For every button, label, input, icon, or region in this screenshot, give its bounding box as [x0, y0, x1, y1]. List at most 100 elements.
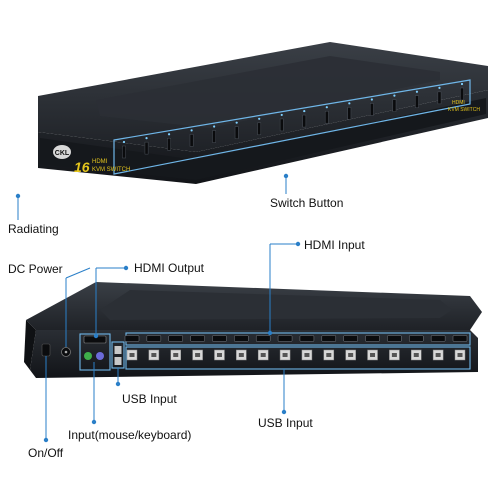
- switch-button[interactable]: [212, 130, 216, 143]
- switch-led: [258, 117, 261, 120]
- usb-port-inner: [129, 353, 135, 357]
- switch-led: [303, 109, 306, 113]
- switch-button[interactable]: [347, 107, 352, 120]
- ps2-port-icon: [84, 352, 92, 360]
- usb-port-inner: [457, 353, 463, 357]
- rear-unit-left-end: [24, 320, 36, 370]
- rear-unit-back-face: [30, 330, 478, 378]
- switch-led: [460, 82, 464, 86]
- hdmi-port-icon: [299, 335, 315, 342]
- usb-port-inner: [238, 353, 244, 357]
- callout-switch-button: Switch Button: [270, 196, 344, 210]
- hdmi-port-icon: [168, 335, 183, 342]
- hdmi-port-icon: [343, 335, 358, 342]
- callout-hdmi-output: HDMI Output: [134, 261, 205, 275]
- rear-unit-top-bevel: [100, 290, 452, 320]
- front-unit-face-band: [40, 98, 486, 180]
- switch-led: [167, 133, 171, 136]
- rear-port-array: [124, 335, 468, 361]
- usb-port-inner: [260, 353, 266, 357]
- switch-button[interactable]: [167, 138, 171, 151]
- switch-button-highlight: [113, 79, 471, 175]
- hdmi-port-icon: [277, 335, 293, 342]
- usb-port-inner: [304, 353, 310, 357]
- hdmi-port-icon: [430, 335, 446, 342]
- usb-port-inner: [370, 353, 376, 357]
- front-switch-buttons: [122, 82, 464, 159]
- callout-dc-power: DC Power: [8, 262, 63, 276]
- switch-led: [415, 90, 419, 93]
- switch-button[interactable]: [392, 99, 397, 112]
- switch-led: [280, 113, 283, 117]
- usb-port-icon: [114, 357, 122, 365]
- hdmi-port-icon: [234, 335, 249, 342]
- hdmi-port-icon: [321, 335, 337, 342]
- switch-button[interactable]: [324, 110, 329, 124]
- hdmi-port-icon: [365, 335, 380, 342]
- usb-port-inner: [326, 353, 332, 357]
- usb-port-inner: [282, 353, 288, 357]
- switch-button[interactable]: [234, 126, 239, 139]
- callout-usb-input-right: USB Input: [258, 416, 313, 430]
- callout-usb-input-left: USB Input: [122, 392, 177, 406]
- switch-button[interactable]: [122, 145, 126, 159]
- switch-button[interactable]: [302, 114, 307, 128]
- usb-port-icon: [114, 346, 122, 354]
- hdmi-port-icon: [124, 335, 140, 342]
- usb-port-inner: [173, 353, 179, 357]
- hdmi-port-icon: [409, 335, 424, 342]
- switch-led: [393, 94, 396, 97]
- callout-radiating: Radiating: [8, 222, 59, 236]
- usb-input-row-highlight: [125, 346, 471, 370]
- switch-button[interactable]: [279, 118, 284, 132]
- front-callout-lines: [15, 173, 289, 220]
- corner-label-line2: KVM SWITCH: [448, 107, 480, 113]
- output-port-highlight: [79, 333, 111, 371]
- hdmi-port-icon: [255, 335, 271, 342]
- switch-led: [122, 140, 126, 144]
- switch-button[interactable]: [460, 87, 464, 101]
- product-name-line1: HDMI: [92, 159, 108, 165]
- hdmi-port-icon: [190, 335, 205, 342]
- callout-on-off: On/Off: [28, 446, 64, 460]
- usb-port-inner: [195, 353, 201, 357]
- callout-hdmi-input: HDMI Input: [304, 238, 365, 252]
- switch-led: [235, 121, 238, 124]
- usb-port-inner: [391, 353, 397, 357]
- usb-port-inner: [348, 353, 354, 357]
- switch-button[interactable]: [370, 103, 374, 116]
- front-kvm-unit: CKL 16 HDMI KVM SWITCH HDMI KVM SWITCH: [38, 42, 488, 184]
- hdmi-port-icon: [212, 335, 227, 342]
- brand-logo-text: CKL: [55, 150, 70, 157]
- product-name-line2: KVM SWITCH: [92, 167, 130, 173]
- usb-port-inner: [151, 353, 157, 357]
- front-unit-top-bevel: [96, 56, 440, 128]
- corner-label-line1: HDMI: [452, 100, 465, 106]
- switch-led: [348, 102, 351, 105]
- switch-button[interactable]: [189, 134, 194, 147]
- switch-led: [325, 106, 328, 109]
- logo-icon: CKL: [53, 145, 71, 159]
- hdmi-port-icon: [146, 335, 162, 342]
- switch-button[interactable]: [437, 91, 442, 105]
- switch-led: [370, 98, 373, 101]
- switch-led: [190, 129, 193, 132]
- switch-button[interactable]: [415, 95, 419, 108]
- ps2-port-icon: [96, 352, 104, 360]
- usb-port-inner: [216, 353, 222, 357]
- rear-callout-lines: [43, 241, 301, 443]
- hdmi-port-icon: [387, 335, 402, 342]
- callout-input-mouse-keyboard: Input(mouse/keyboard): [68, 428, 192, 442]
- switch-led: [438, 86, 441, 89]
- switch-button[interactable]: [257, 122, 262, 136]
- power-switch-icon: [41, 343, 51, 357]
- switch-led: [145, 137, 148, 140]
- model-badge: 16: [74, 159, 90, 175]
- switch-led: [213, 125, 216, 128]
- usb-port-inner: [435, 353, 441, 357]
- rear-kvm-unit: [24, 282, 482, 378]
- hdmi-port-icon: [452, 335, 468, 342]
- usb-port-inner: [413, 353, 419, 357]
- switch-button[interactable]: [144, 141, 149, 155]
